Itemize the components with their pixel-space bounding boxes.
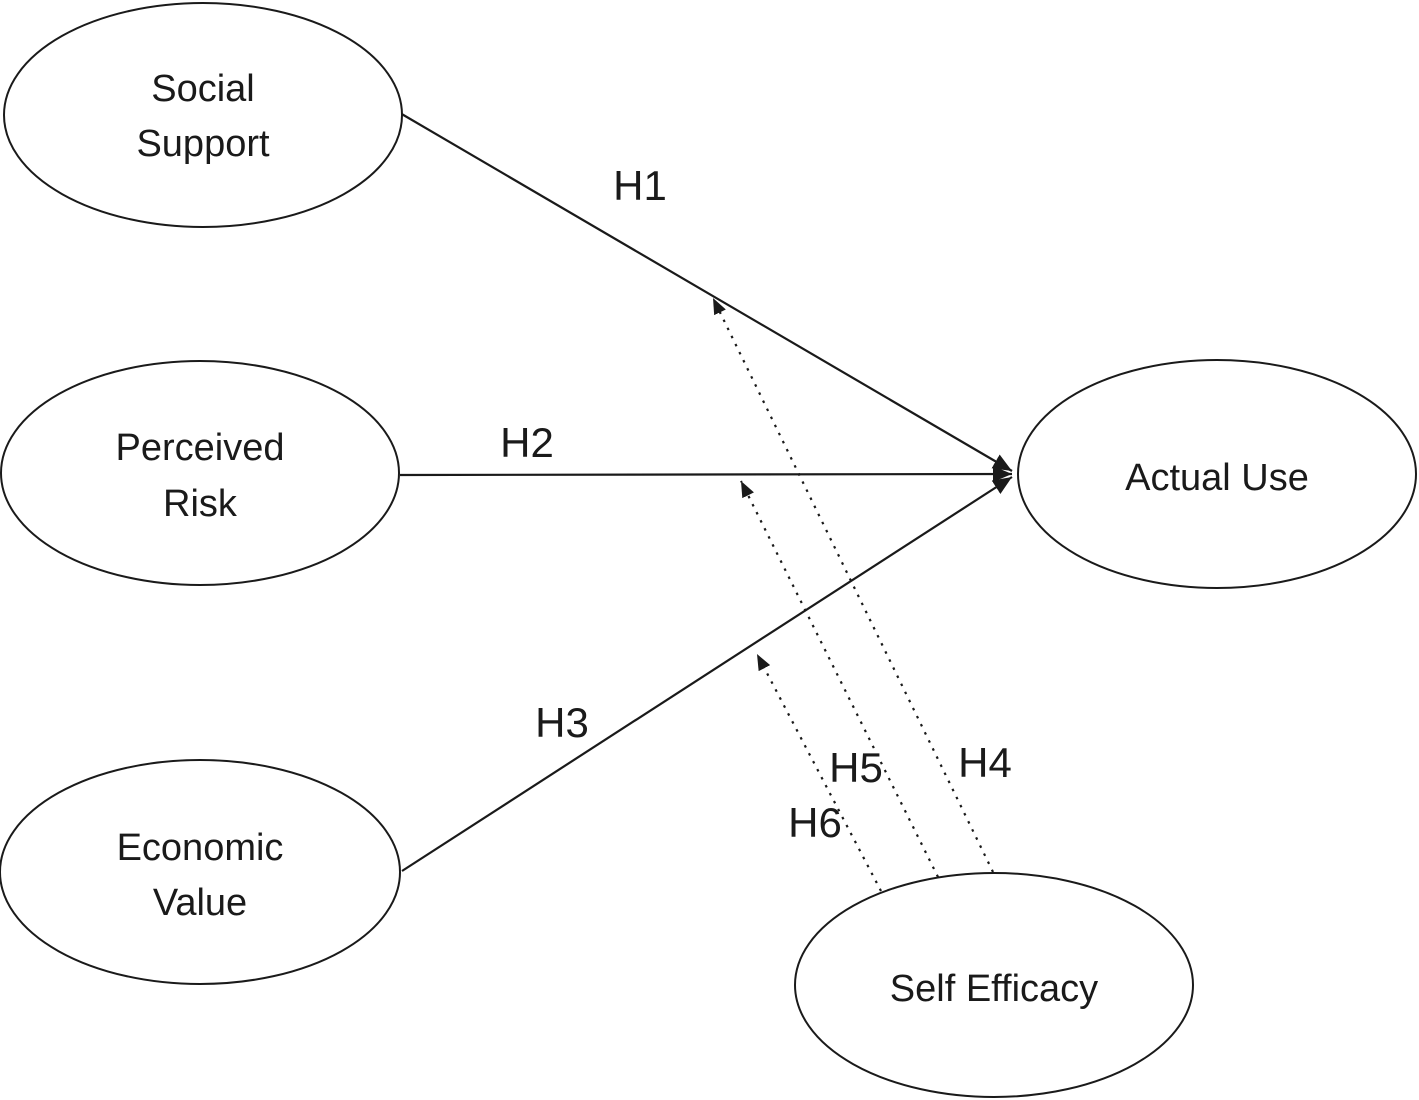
arrow-h5-self-efficacy-to-h2-path <box>740 480 939 878</box>
label-h1: H1 <box>613 162 667 209</box>
label-h3: H3 <box>535 699 589 746</box>
arrow-h1-social-support-to-actual-use <box>399 112 1013 472</box>
node-self-efficacy <box>794 872 1194 1098</box>
label-h6: H6 <box>788 799 842 846</box>
node-social-support-label-line1: Social <box>151 68 255 110</box>
node-economic-value-label-line1: Economic <box>117 827 284 869</box>
node-economic-value-label-line2: Value <box>153 882 247 924</box>
node-actual-use-label: Actual Use <box>1125 457 1309 499</box>
dotted-paths <box>712 297 994 892</box>
arrow-h4-self-efficacy-to-h1-path <box>712 297 994 873</box>
node-actual-use <box>1017 359 1417 589</box>
node-economic-value <box>0 759 401 985</box>
node-social-support-label-line2: Support <box>136 123 270 165</box>
arrow-h2-perceived-risk-to-actual-use <box>399 466 1013 483</box>
label-h4: H4 <box>958 739 1012 786</box>
label-h5: H5 <box>829 744 883 791</box>
node-perceived-risk-label-line1: Perceived <box>116 427 285 469</box>
solid-paths <box>399 112 1013 872</box>
arrow-h3-economic-value-to-actual-use <box>401 476 1013 872</box>
node-perceived-risk-label-line2: Risk <box>163 483 238 525</box>
node-perceived-risk <box>0 360 400 586</box>
node-social-support <box>3 2 403 228</box>
label-h2: H2 <box>500 419 554 466</box>
hypothesis-labels: H1 H2 H3 H4 H5 H6 <box>500 162 1012 846</box>
node-self-efficacy-label: Self Efficacy <box>890 968 1098 1010</box>
